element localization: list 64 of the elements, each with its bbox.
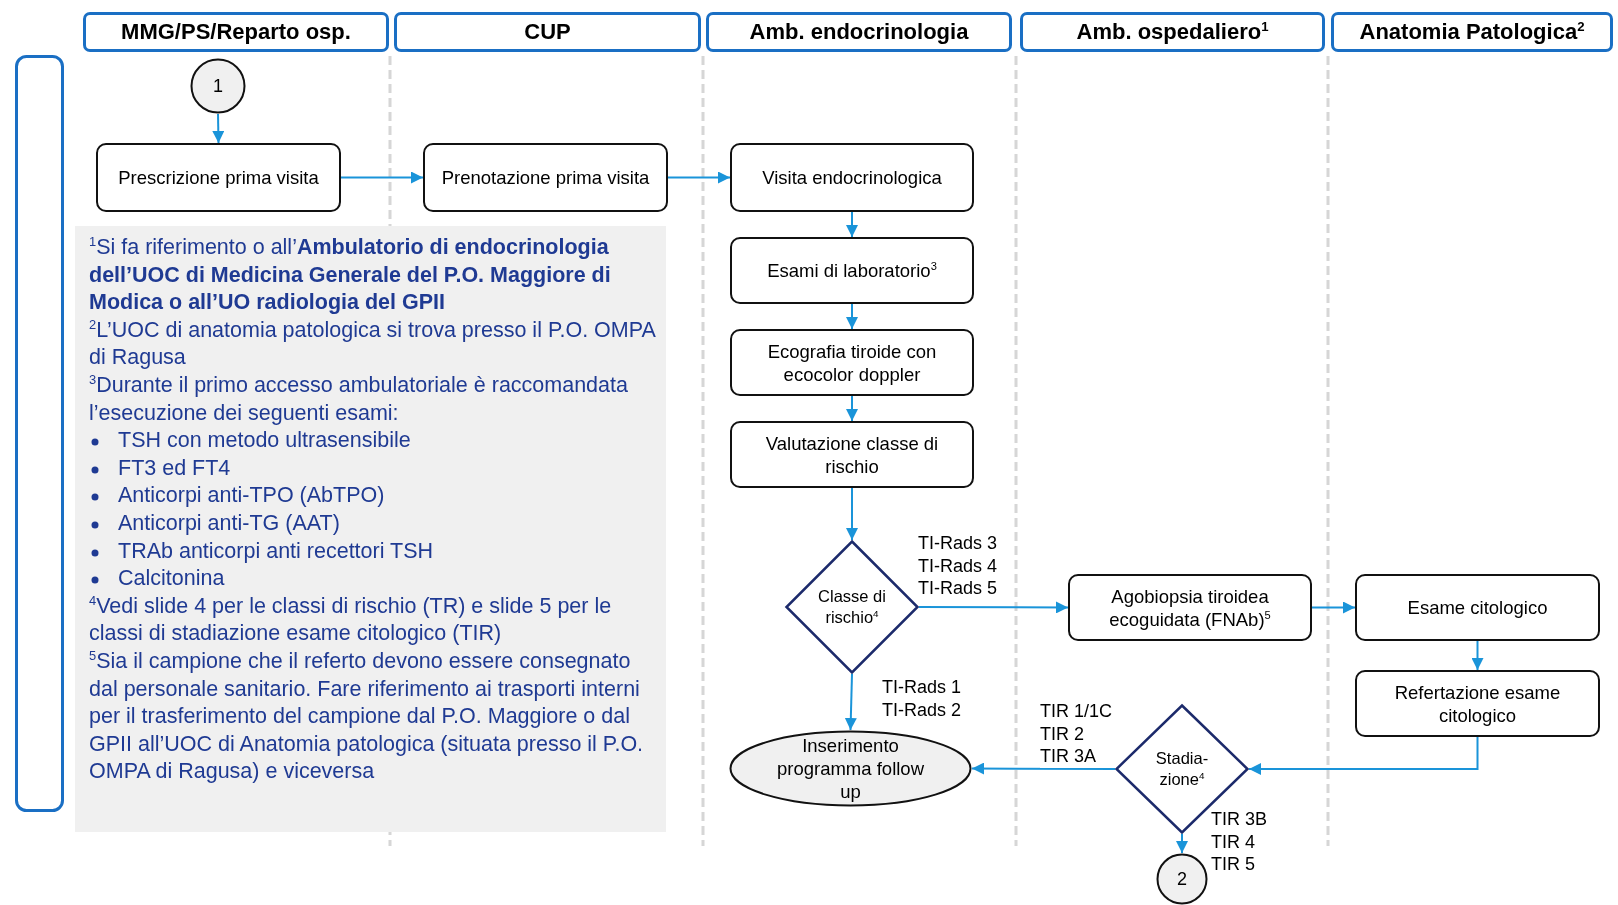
- process-box: [730, 421, 974, 488]
- arrow: [918, 601, 1069, 614]
- step-label: Esami di laboratorio$^{3}$: [767, 259, 937, 282]
- lane-title: MMG/PS/Reparto osp.: [121, 19, 351, 45]
- step-label: Valutazione classe di rischio: [764, 431, 940, 478]
- shape-label: Classe di rischio$^{4}$: [817, 586, 887, 628]
- step-label: Esame citologico: [1407, 596, 1548, 619]
- empty-box: [15, 55, 64, 812]
- footnote-text: $^{2}$L’UOC di anatomia patologica si trova presso il P.O. OMPA di Ragusa: [89, 316, 657, 372]
- arrow: [846, 395, 858, 422]
- bullet-item: FT3 ed FT4: [89, 454, 662, 483]
- process-box: [1355, 574, 1600, 641]
- footnote-text: $^{3}$Durante il primo accesso ambulatoriale è raccomandata l’esecuzione dei seguenti esami:: [89, 371, 629, 427]
- step-label: Prenotazione prima visita: [441, 166, 650, 189]
- bullet-item: Anticorpi anti-TPO (AbTPO): [89, 482, 662, 510]
- lane-title: Anatomia Patologica$^{2}$: [1359, 19, 1585, 45]
- lane-header: [83, 12, 389, 52]
- arrow: [1176, 833, 1188, 854]
- lane-header: [706, 12, 1012, 52]
- lane-title: Amb. endocrinologia: [749, 19, 969, 45]
- arrow: [844, 673, 857, 731]
- notes-panel: [75, 226, 666, 832]
- process-box: [423, 143, 668, 212]
- connector-circle: [190, 58, 246, 114]
- step-label: Agobiopsia tiroidea ecoguidata (FNAb)$^{5}$: [1108, 584, 1272, 631]
- lane-header: [394, 12, 701, 52]
- step-label: Ecografia tiroide con ecocolor doppler: [766, 339, 938, 386]
- step-label: Visita endocrinologica: [762, 166, 942, 189]
- arrow: [1248, 736, 1479, 775]
- process-box: [96, 143, 341, 212]
- arrow: [667, 171, 731, 184]
- process-box: [730, 329, 974, 396]
- shape-label: Inserimento programma follow up: [776, 734, 925, 803]
- arrow: [212, 113, 225, 144]
- bullet-item: Calcitonina: [89, 565, 662, 593]
- bullet-item: TSH con metodo ultrasensibile: [89, 427, 662, 455]
- connector-number: 2: [1177, 868, 1187, 890]
- connector-number: 1: [213, 75, 223, 97]
- footnote-text: $^{1}$Si fa riferimento o all’Ambulatorio di endocrinologia dell’UOC di Medicina Generale del P.O. Maggiore di Modica o all’UO radiologia del GPII: [89, 234, 612, 317]
- connector-circle: [1156, 853, 1208, 905]
- lane-title: Amb. ospedaliero$^{1}$: [1076, 19, 1269, 45]
- process-box: [1355, 670, 1600, 737]
- footnote-text: $^{5}$Sia il campione che il referto devono essere consegnato dal personale sanitario. Fare riferimento ai trasporti interni per il trasferimento del campione dal P.O. Maggiore o dal GPII all’UOC di Anatomia patologica (situata presso il P.O. OMPA di Ragusa) e viceversa: [89, 647, 645, 786]
- arrow: [846, 211, 858, 238]
- step-label: Prescrizione prima visita: [118, 166, 319, 189]
- bullet-item: Anticorpi anti-TG (AAT): [89, 509, 662, 538]
- footnote-text: $^{4}$Vedi slide 4 per le classi di rischio (TR) e slide 5 per le classi di stadiazione esame citologico (TIR): [89, 592, 613, 648]
- arrow: [971, 762, 1116, 775]
- process-box: [730, 143, 974, 212]
- lane-title: CUP: [524, 19, 571, 45]
- arrow: [1311, 601, 1356, 614]
- arrow: [340, 171, 424, 184]
- arrow: [846, 303, 858, 330]
- decision-diamond: [785, 540, 919, 674]
- process-box: [1068, 574, 1312, 641]
- lane-header: [1020, 12, 1325, 52]
- step-label: Refertazione esame citologico: [1393, 680, 1562, 727]
- lane-header: [1331, 12, 1613, 52]
- arrow: [1471, 640, 1484, 671]
- arrow: [846, 487, 858, 541]
- terminal-ellipse: [729, 730, 972, 807]
- shape-label: Stadia- zione$^{4}$: [1154, 748, 1210, 790]
- bullet-item: TRAb anticorpi anti recettori TSH: [89, 537, 662, 566]
- process-box: [730, 237, 974, 304]
